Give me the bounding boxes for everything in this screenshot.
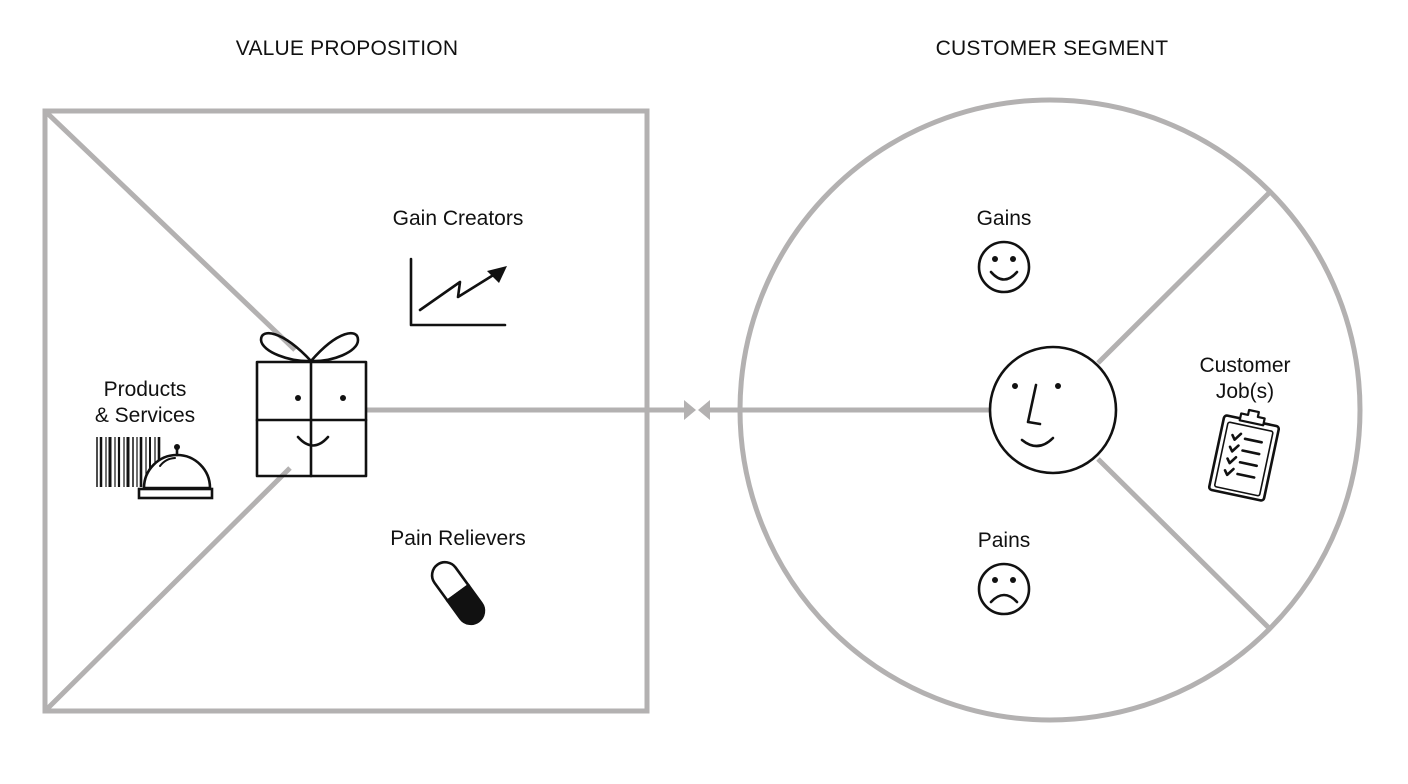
customer-eye-left	[1012, 383, 1018, 389]
customer-jobs-label-line1: Customer	[1199, 354, 1290, 377]
gift-eye-right	[340, 395, 346, 401]
customer-head	[988, 345, 1118, 475]
frowny-mouth	[989, 593, 1019, 604]
bell-shine	[159, 457, 176, 467]
clipboard-clip	[1238, 408, 1266, 427]
divider-lower-right	[1096, 457, 1272, 631]
pill-bottom	[445, 583, 486, 626]
fit-connector	[366, 400, 990, 420]
customer-eye-right	[1055, 383, 1061, 389]
products-services-label-line2: & Services	[95, 404, 195, 427]
frowny-face	[977, 562, 1031, 616]
bell-base	[137, 487, 214, 500]
pains-label: Pains	[978, 529, 1031, 552]
customer-jobs-label-line2: Job(s)	[1216, 380, 1274, 403]
bell-knob	[174, 444, 180, 450]
clipboard-checklist-icon	[1207, 408, 1281, 502]
products-services-label-line1: Products	[104, 378, 187, 401]
pill-icon	[430, 560, 486, 626]
chart-arrowhead	[487, 266, 507, 283]
value-proposition-heading: VALUE PROPOSITION	[236, 37, 458, 60]
chart-zigzag	[418, 272, 497, 312]
frowny-icon	[977, 562, 1031, 616]
gift-bow-right	[309, 331, 360, 363]
divider-upper-right	[1096, 190, 1272, 365]
smiley-icon	[977, 240, 1031, 294]
pain-relievers-label: Pain Relievers	[390, 527, 525, 550]
bell-dome	[142, 453, 212, 490]
arrow-right-icon	[684, 400, 696, 420]
divider-bottom	[43, 466, 292, 713]
service-bell-icon	[137, 444, 214, 500]
rising-chart-icon	[409, 257, 507, 327]
gains-label: Gains	[977, 207, 1032, 230]
customer-profile-circle	[737, 97, 1363, 723]
gift-eye-left	[295, 395, 301, 401]
gain-creators-label: Gain Creators	[393, 207, 524, 230]
divider-top	[43, 109, 297, 352]
gift-bow-left	[259, 331, 313, 363]
customer-segment-heading: CUSTOMER SEGMENT	[936, 37, 1169, 60]
customer-mouth	[1020, 436, 1055, 448]
customer-nose	[1026, 383, 1042, 426]
gift-face-icon	[255, 331, 368, 478]
customer-face-icon	[988, 345, 1118, 475]
gift-smile	[296, 435, 330, 447]
smiley-mouth	[989, 270, 1019, 281]
chart-axes	[409, 257, 507, 327]
customer-profile-frame	[737, 97, 1363, 723]
smiley-face	[977, 240, 1031, 294]
